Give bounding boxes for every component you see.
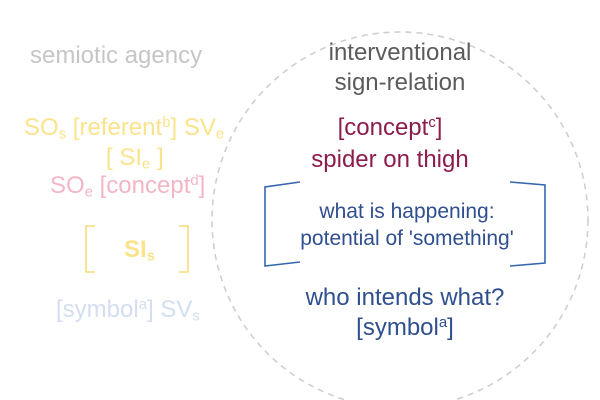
sign-relation-circle bbox=[211, 31, 589, 400]
symbol-left-superscript: a bbox=[138, 296, 147, 313]
concept-c-label: [conceptc] bbox=[300, 114, 480, 142]
so-concept-line: SOe [conceptd] bbox=[50, 172, 205, 200]
referent-text: [referent bbox=[72, 114, 163, 141]
happening-label: what is happening: potential of 'somethin… bbox=[272, 198, 542, 252]
so-e-text: SO bbox=[50, 172, 85, 199]
si-e-open: [ bbox=[106, 144, 113, 171]
symbol-sv-line: [symbola] SVs bbox=[56, 296, 200, 324]
si-e-close: ] bbox=[156, 144, 164, 171]
sv-text: SV bbox=[183, 114, 216, 141]
happening-right-bracket bbox=[509, 181, 546, 267]
semiotic-agency-label: semiotic agency bbox=[30, 42, 203, 69]
si-left-bracket bbox=[85, 225, 95, 273]
spider-label: spider on thigh bbox=[311, 146, 469, 173]
happening-line-1: what is happening: bbox=[319, 200, 495, 223]
sign-relation-title: interventional sign-relation bbox=[290, 38, 510, 98]
referent-superscript: b bbox=[162, 114, 171, 131]
si-s-subscript: s bbox=[146, 248, 155, 265]
si-e-line: [ SIe ] bbox=[106, 144, 164, 172]
so-subscript: s bbox=[58, 126, 67, 143]
si-e-text: SI bbox=[119, 144, 143, 171]
symbol-right-close: ] bbox=[447, 314, 454, 341]
concept-d-superscript: d bbox=[190, 172, 199, 189]
happening-line-2: potential of 'something' bbox=[300, 227, 514, 250]
concept-c-text: [concept bbox=[337, 114, 429, 141]
si-s-label: SIs bbox=[124, 236, 155, 264]
so-text: SO bbox=[24, 114, 59, 141]
si-e-subscript: e bbox=[142, 156, 151, 173]
so-e-subscript: e bbox=[84, 184, 93, 201]
referent-close: ] bbox=[170, 114, 178, 141]
si-right-bracket bbox=[179, 225, 189, 273]
sv-s-text: SV bbox=[160, 296, 193, 323]
symbol-left-text: [symbol bbox=[56, 296, 139, 323]
symbol-right-label: [symbola] bbox=[270, 314, 540, 342]
title-line-1: interventional bbox=[328, 39, 472, 66]
happening-left-bracket bbox=[264, 181, 301, 267]
sv-subscript: e bbox=[215, 126, 225, 143]
so-referent-sv-line: SOs [referentb] SVe bbox=[24, 114, 224, 142]
who-intends-label: who intends what? bbox=[305, 284, 505, 311]
concept-c-superscript: c bbox=[428, 114, 436, 131]
si-s-text: SI bbox=[124, 236, 147, 263]
sv-s-subscript: s bbox=[192, 308, 200, 325]
symbol-left-close: ] bbox=[146, 296, 154, 323]
symbol-right-text: [symbol bbox=[356, 314, 439, 341]
title-line-2: sign-relation bbox=[334, 69, 466, 96]
concept-d-close: ] bbox=[198, 172, 206, 199]
concept-d-text: [concept bbox=[99, 172, 191, 199]
symbol-right-superscript: a bbox=[438, 314, 448, 331]
concept-c-close: ] bbox=[435, 114, 443, 141]
